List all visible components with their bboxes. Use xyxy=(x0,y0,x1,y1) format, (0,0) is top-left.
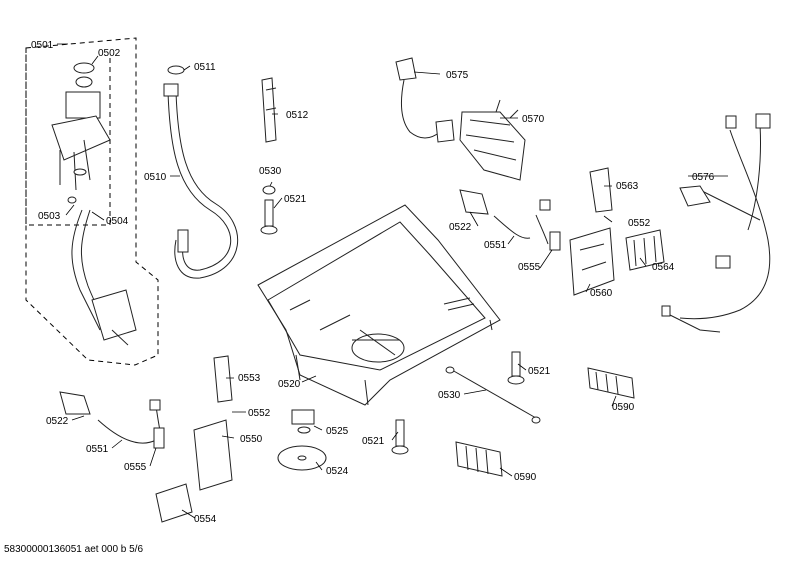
label-0520: 0520 xyxy=(278,379,301,390)
label-0522-right: 0522 xyxy=(449,222,472,233)
label-0563: 0563 xyxy=(616,181,639,192)
label-0510: 0510 xyxy=(144,172,167,183)
label-0504: 0504 xyxy=(106,216,129,227)
label-0512: 0512 xyxy=(286,110,309,121)
label-0530-top: 0530 xyxy=(259,166,282,177)
label-0530-low: 0530 xyxy=(438,390,461,401)
part-bracket-0554 xyxy=(155,483,193,523)
part-wiring-harness-0576 xyxy=(661,113,771,333)
label-0502: 0502 xyxy=(98,48,121,59)
part-screw-0521-top xyxy=(260,185,278,235)
part-drain-hose-0510 xyxy=(163,65,239,279)
part-control-module-0570 xyxy=(459,99,526,181)
label-0560: 0560 xyxy=(590,288,613,299)
label-0590-upper: 0590 xyxy=(612,402,635,413)
label-0575: 0575 xyxy=(446,70,469,81)
label-0501: 0501 xyxy=(31,40,54,51)
part-screw-0521-mid xyxy=(507,351,525,385)
label-0552-right: 0552 xyxy=(628,218,651,229)
label-0511: 0511 xyxy=(194,62,216,73)
label-0522-left: 0522 xyxy=(46,416,69,427)
part-power-cord-0575 xyxy=(395,57,455,143)
part-bracket-0563 xyxy=(589,167,613,213)
part-bracket-0550 xyxy=(193,419,233,491)
label-0555-right: 0555 xyxy=(518,262,541,273)
label-0576: 0576 xyxy=(692,172,715,183)
part-disc-0524 xyxy=(277,445,327,471)
label-0521-top: 0521 xyxy=(284,194,307,205)
label-0521-mid: 0521 xyxy=(528,366,551,377)
part-cable-0530 xyxy=(445,366,541,424)
label-0503: 0503 xyxy=(38,211,61,222)
part-sensor-right xyxy=(459,189,561,251)
part-inlet-hose-0504 xyxy=(71,209,137,346)
label-0564: 0564 xyxy=(652,262,675,273)
assembly-boundary-0501 xyxy=(25,37,159,366)
part-cover-0564 xyxy=(625,229,665,271)
label-0590-lower: 0590 xyxy=(514,472,537,483)
label-0555-left: 0555 xyxy=(124,462,147,473)
part-cover-0590-lower xyxy=(455,441,503,477)
label-0551-left: 0551 xyxy=(86,444,109,455)
label-0554: 0554 xyxy=(194,514,217,525)
label-0570: 0570 xyxy=(522,114,545,125)
label-0525: 0525 xyxy=(326,426,349,437)
part-cover-0590-upper xyxy=(587,367,635,399)
part-bracket-0560 xyxy=(569,227,615,296)
label-0553: 0553 xyxy=(238,373,261,384)
part-base-tub-0520 xyxy=(257,204,501,406)
document-id: 58300000136051 aet 000 b 5/6 xyxy=(4,544,143,555)
part-sensor-left xyxy=(59,391,165,449)
label-0551-right: 0551 xyxy=(484,240,507,251)
part-actuator-0525 xyxy=(291,409,315,434)
label-0521-low: 0521 xyxy=(362,436,385,447)
leader-lines xyxy=(57,43,728,519)
part-valve-assembly xyxy=(51,62,111,204)
part-screw-0521-low xyxy=(391,419,409,455)
part-bracket-0553 xyxy=(213,355,233,403)
label-0550: 0550 xyxy=(240,434,263,445)
label-0524: 0524 xyxy=(326,466,349,477)
label-0552-left: 0552 xyxy=(248,408,271,419)
part-clip-0512 xyxy=(261,77,277,143)
